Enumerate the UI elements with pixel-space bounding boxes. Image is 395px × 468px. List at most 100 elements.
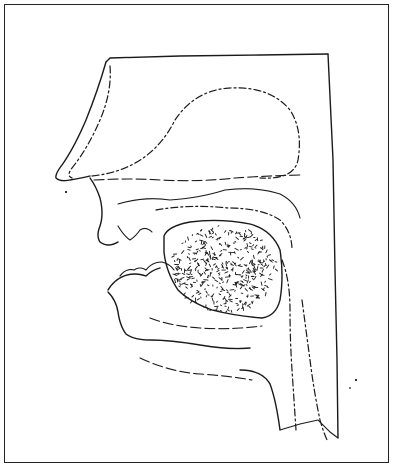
stipple-mark	[250, 243, 252, 244]
stipple-mark	[245, 247, 247, 248]
stipple-mark	[248, 237, 251, 238]
stipple-mark	[223, 266, 224, 268]
stipple-mark	[185, 241, 186, 242]
stipple-mark	[220, 291, 222, 292]
stipple-mark	[247, 248, 248, 249]
mouth-floor	[150, 318, 262, 329]
stipple-mark	[274, 266, 275, 269]
stipple-mark	[221, 251, 222, 252]
stipple-mark	[201, 283, 203, 286]
stipple-mark	[235, 263, 236, 264]
stipple-mark	[241, 276, 242, 277]
stipple-mark	[192, 296, 194, 298]
stipple-mark	[225, 231, 226, 233]
stipple-mark	[220, 244, 221, 246]
stipple-mark	[201, 241, 202, 245]
stipple-mark	[252, 260, 253, 263]
stipple-mark	[266, 250, 267, 253]
stipple-mark	[215, 280, 218, 282]
stipple-mark	[275, 269, 277, 271]
stipple-mark	[249, 230, 252, 232]
stipple-mark	[243, 307, 244, 310]
stipple-mark	[195, 270, 196, 271]
tongue-stipple	[172, 226, 278, 313]
stipple-mark	[211, 247, 213, 250]
stipple-mark	[262, 269, 263, 272]
stipple-mark	[227, 290, 229, 292]
stipple-mark	[224, 297, 225, 299]
stipple-mark	[249, 306, 251, 308]
stipple-mark	[188, 237, 189, 240]
speck-2	[355, 379, 357, 381]
stipple-mark	[254, 266, 255, 270]
stipple-mark	[227, 280, 228, 283]
stipple-mark	[220, 311, 221, 312]
stipple-mark	[245, 289, 247, 292]
stipple-mark	[250, 287, 251, 289]
head-top-line	[106, 54, 328, 62]
stipple-mark	[232, 264, 234, 265]
stipple-mark	[267, 256, 268, 257]
stipple-mark	[195, 259, 197, 261]
stipple-mark	[237, 305, 239, 306]
stipple-mark	[216, 266, 217, 268]
back-wall-line	[328, 54, 338, 438]
velum	[156, 206, 292, 250]
stipple-mark	[191, 246, 192, 247]
stipple-mark	[219, 278, 222, 280]
stipple-mark	[237, 233, 241, 234]
stipple-mark	[212, 228, 213, 230]
stipple-mark	[179, 286, 180, 287]
stipple-mark	[196, 251, 198, 254]
stipple-mark	[251, 264, 252, 265]
stipple-mark	[191, 301, 192, 303]
stipple-mark	[253, 255, 254, 258]
upper-lip	[90, 178, 118, 245]
stipple-mark	[175, 274, 178, 275]
stipple-mark	[206, 280, 208, 281]
stipple-mark	[175, 279, 176, 283]
stipple-mark	[218, 273, 220, 274]
stipple-mark	[263, 261, 265, 263]
stipple-mark	[226, 311, 227, 312]
stipple-mark	[261, 282, 262, 286]
stipple-mark	[177, 259, 178, 261]
stipple-mark	[217, 270, 219, 272]
stipple-mark	[240, 287, 242, 289]
stipple-mark	[239, 233, 241, 235]
stipple-mark	[242, 271, 244, 274]
nose-outline	[56, 62, 106, 181]
stipple-mark	[247, 280, 248, 283]
stipple-mark	[257, 267, 258, 271]
neck-contour	[140, 358, 252, 380]
stipple-mark	[255, 239, 257, 240]
stipple-mark	[250, 270, 251, 271]
nasal-cavity-upper	[69, 66, 110, 178]
stipple-mark	[236, 232, 237, 233]
stipple-mark	[272, 260, 273, 261]
stipple-mark	[265, 281, 266, 282]
stipple-mark	[228, 309, 230, 311]
stipple-mark	[189, 258, 191, 261]
stipple-mark	[176, 279, 179, 280]
stipple-mark	[201, 259, 204, 260]
stipple-mark	[213, 257, 214, 258]
stipple-mark	[205, 241, 207, 243]
stipple-mark	[217, 307, 218, 310]
stipple-mark	[255, 248, 256, 249]
stipple-mark	[264, 265, 266, 267]
stipple-mark	[226, 263, 227, 266]
stipple-mark	[238, 257, 239, 258]
stipple-mark	[192, 235, 193, 236]
stipple-mark	[190, 272, 191, 273]
stipple-mark	[250, 246, 253, 247]
stipple-mark	[241, 257, 244, 260]
stipple-mark	[225, 242, 226, 245]
stipple-mark	[206, 291, 207, 293]
stipple-mark	[250, 281, 251, 282]
stipple-mark	[239, 266, 242, 267]
stipple-mark	[182, 243, 183, 244]
hard-palate	[118, 189, 300, 218]
stipple-mark	[178, 281, 180, 282]
